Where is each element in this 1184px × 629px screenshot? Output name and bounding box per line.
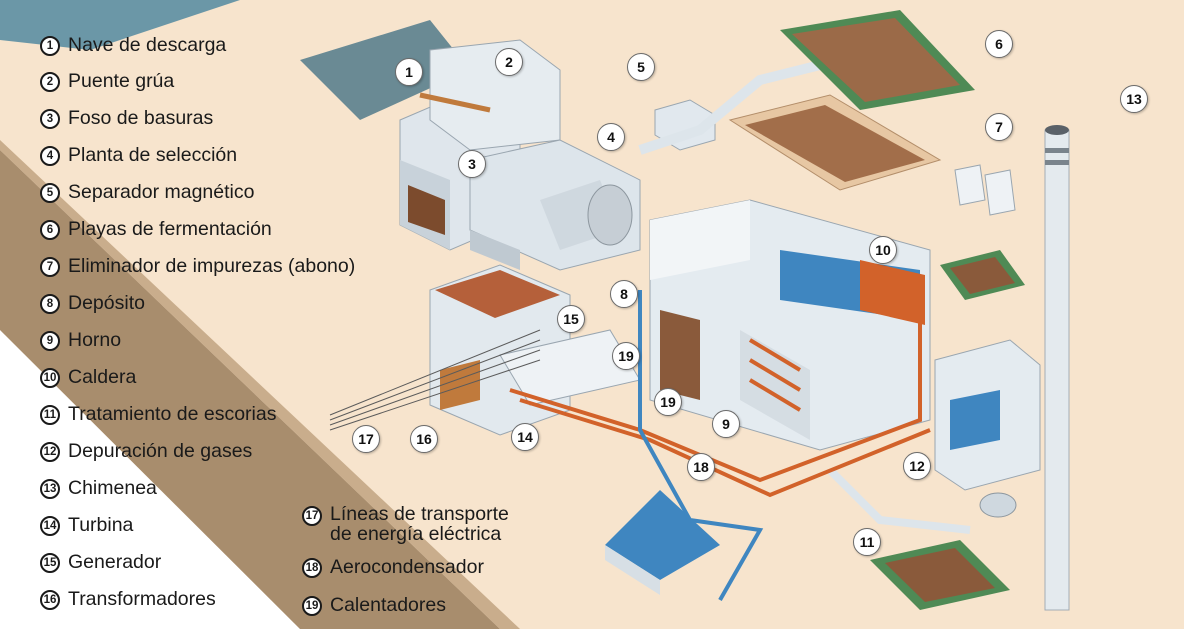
legend-label: Transformadores <box>68 588 216 610</box>
callout-marker: 3 <box>458 150 486 178</box>
legend-label: Nave de descarga <box>68 34 227 56</box>
callout-marker: 13 <box>1120 85 1148 113</box>
impurity-remover <box>940 164 1025 300</box>
gas-cleaning-unit <box>934 339 1041 518</box>
callout-marker: 2 <box>495 48 523 76</box>
callout-marker: 18 <box>687 453 715 481</box>
legend-item: 2 Puente grúa <box>40 70 174 93</box>
legend-number-badge: 11 <box>40 404 60 425</box>
legend-label: Chimenea <box>68 477 157 499</box>
legend-item: 4 Planta de selección <box>40 144 237 167</box>
legend-item: 13 Chimenea <box>40 477 157 500</box>
legend-item: 19 Calentadores <box>302 594 446 617</box>
callout-marker: 19 <box>612 342 640 370</box>
power-line-2 <box>329 339 541 421</box>
power-line-3 <box>329 349 541 426</box>
legend-label-line-1: Líneas de transporte <box>330 503 509 525</box>
callout-marker: 5 <box>627 53 655 81</box>
legend-number-badge: 18 <box>302 557 322 578</box>
callout-marker: 9 <box>712 410 740 438</box>
legend-number-badge: 15 <box>40 552 60 573</box>
callout-marker: 7 <box>985 113 1013 141</box>
legend-number-badge: 7 <box>40 256 60 277</box>
legend-number-badge: 14 <box>40 515 60 536</box>
legend-item: 6 Playas de fermentación <box>40 218 272 241</box>
legend-item: 18 Aerocondensador <box>302 556 484 579</box>
hot-water-pipe <box>509 320 922 483</box>
legend-number-badge: 13 <box>40 478 60 499</box>
callout-marker: 17 <box>352 425 380 453</box>
legend-label: Depuración de gases <box>68 440 253 462</box>
legend-label: Líneas de transporte de energía eléctric… <box>330 504 509 544</box>
legend-number-badge: 19 <box>302 595 322 616</box>
legend-number-badge: 17 <box>302 506 322 526</box>
callout-marker: 8 <box>610 280 638 308</box>
legend-item: 7 Eliminador de impurezas (abono) <box>40 255 355 278</box>
legend-number-badge: 3 <box>40 108 60 129</box>
callout-marker: 10 <box>869 236 897 264</box>
legend-number-badge: 6 <box>40 219 60 240</box>
water-area <box>0 0 240 50</box>
callout-marker: 4 <box>597 123 625 151</box>
legend-item: 1 Nave de descarga <box>40 34 226 57</box>
boiler-building <box>649 199 931 451</box>
legend-number-badge: 5 <box>40 182 60 203</box>
legend-item: 8 Depósito <box>40 292 145 315</box>
legend-item: 14 Turbina <box>40 514 133 537</box>
legend-label: Planta de selección <box>68 144 238 166</box>
legend-label: Playas de fermentación <box>68 218 272 240</box>
legend-number-badge: 2 <box>40 71 60 92</box>
legend-label: Generador <box>68 551 162 573</box>
legend-item: 11 Tratamiento de escorias <box>40 403 276 426</box>
callout-marker: 1 <box>395 58 423 86</box>
legend-label: Caldera <box>68 366 137 388</box>
legend-label: Foso de basuras <box>68 107 214 129</box>
legend-item: 15 Generador <box>40 551 161 574</box>
legend-number-badge: 9 <box>40 330 60 351</box>
callout-marker: 6 <box>985 30 1013 58</box>
callout-marker: 12 <box>903 452 931 480</box>
legend-label: Aerocondensador <box>330 556 484 578</box>
callout-marker: 19 <box>654 388 682 416</box>
legend-label: Turbina <box>68 514 134 536</box>
legend-number-badge: 8 <box>40 293 60 314</box>
road-edge <box>0 140 520 629</box>
water-dock <box>300 20 470 120</box>
legend-item: 12 Depuración de gases <box>40 440 252 463</box>
legend-label: Calentadores <box>330 594 446 616</box>
fermentation-beds <box>728 10 975 191</box>
legend-item: 3 Foso de basuras <box>40 107 213 130</box>
power-line-1 <box>329 329 541 416</box>
callout-marker: 16 <box>410 425 438 453</box>
legend-item: 9 Horno <box>40 329 121 352</box>
legend-label: Depósito <box>68 292 145 314</box>
legend-label: Tratamiento de escorias <box>68 403 277 425</box>
legend-label: Separador magnético <box>68 181 255 203</box>
legend-label-line-2: de energía eléctrica <box>330 523 502 545</box>
aero-condenser <box>605 490 720 595</box>
legend-number-badge: 4 <box>40 145 60 166</box>
building-selection-plant <box>469 139 641 271</box>
legend-number-badge: 12 <box>40 441 60 462</box>
legend-item: 5 Separador magnético <box>40 181 254 204</box>
legend-label: Puente grúa <box>68 70 175 92</box>
callout-marker: 14 <box>511 423 539 451</box>
legend-number-badge: 16 <box>40 589 60 610</box>
callout-marker: 11 <box>853 528 881 556</box>
legend-label: Horno <box>68 329 122 351</box>
legend-item: 17 Líneas de transporte de energía eléct… <box>302 504 509 544</box>
legend-number-badge: 1 <box>40 35 60 56</box>
legend-number-badge: 10 <box>40 367 60 388</box>
turbine-generator-hall <box>429 264 641 436</box>
power-line-4 <box>329 359 541 431</box>
legend-item: 16 Transformadores <box>40 588 216 611</box>
callout-marker: 15 <box>557 305 585 333</box>
slag-treatment <box>827 467 1010 610</box>
legend-label: Eliminador de impurezas (abono) <box>68 255 356 277</box>
legend-item: 10 Caldera <box>40 366 136 389</box>
cold-water-pipe <box>638 290 764 601</box>
chimney <box>1044 125 1070 611</box>
